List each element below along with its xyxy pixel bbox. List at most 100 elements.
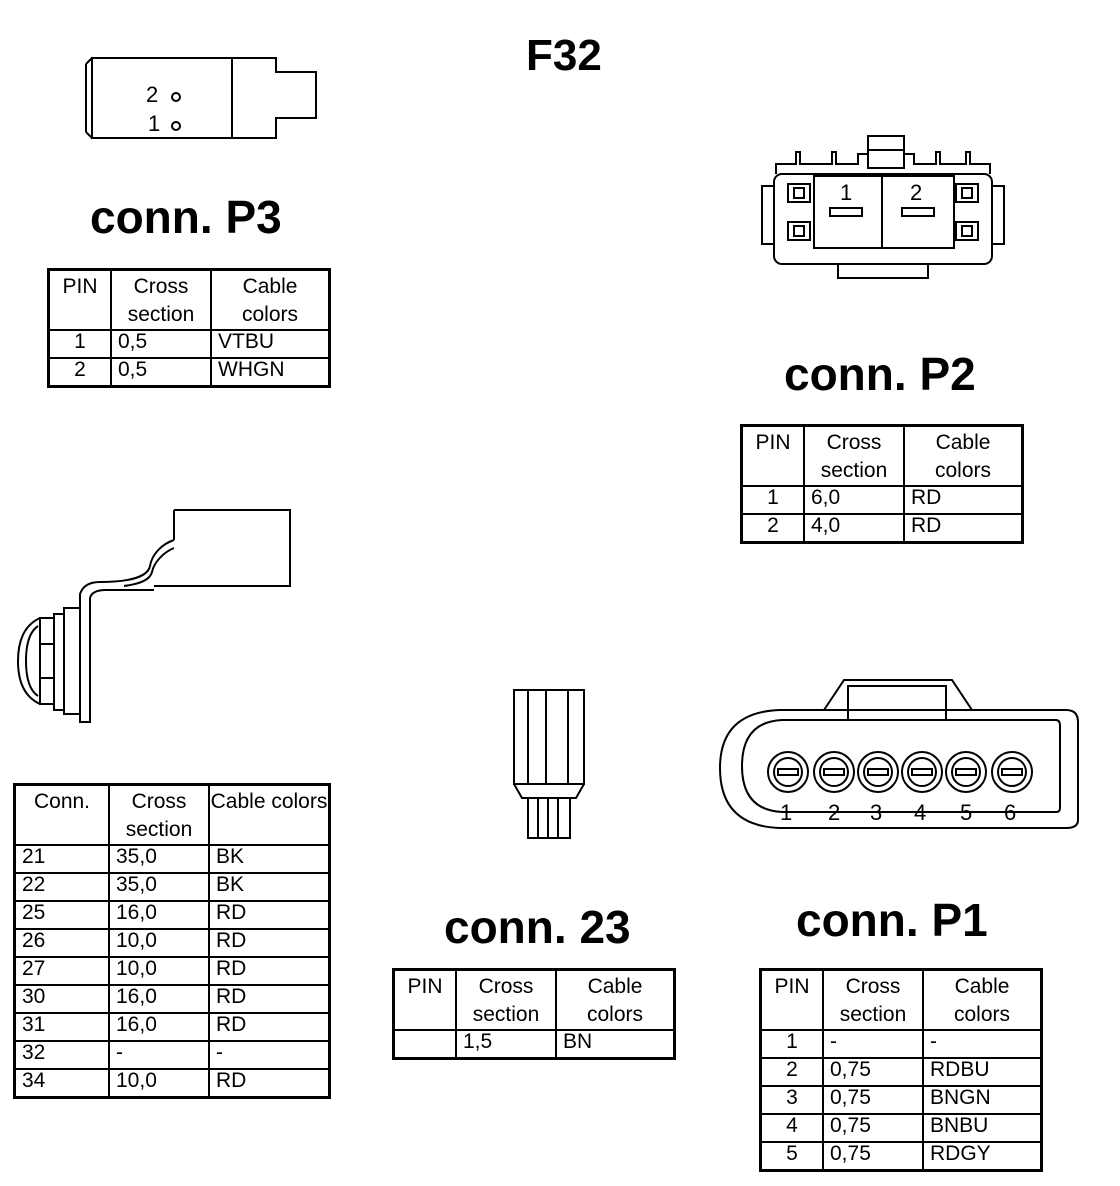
connector-p3-label: conn. P3: [90, 191, 282, 243]
cell-cross-section: 35,0: [108, 872, 210, 902]
cell-conn: 25: [13, 900, 110, 930]
connector-p1-label: conn. P1: [796, 894, 988, 946]
pin-6-label: 6: [1004, 800, 1016, 825]
cell-cross-section: 10,0: [108, 928, 210, 958]
cell-cross-section: 0,5: [110, 357, 212, 388]
terminal-4: [901, 751, 943, 793]
terminal-5: [945, 751, 987, 793]
table-row: 1 6,0 RD: [740, 485, 1024, 515]
terminal-6: [991, 751, 1033, 793]
pin-3-label: 3: [870, 800, 882, 825]
pin-4-label: 4: [914, 800, 926, 825]
header-cable-colors: Cable colors: [208, 783, 331, 846]
cell-cable-color: VTBU: [210, 329, 331, 359]
table-header-row: PIN Cross section Cable colors: [392, 968, 676, 1031]
table-header-row: Conn. Cross section Cable colors: [13, 783, 331, 846]
cell-cable-color: RDGY: [922, 1141, 1043, 1172]
cell-pin: 2: [740, 513, 805, 544]
table-row: 1--: [759, 1029, 1043, 1059]
connector-p1-drawing: 1 2 3 4 5 6: [718, 679, 1079, 829]
cell-cable-color: BK: [208, 872, 331, 902]
connector-23-drawing: [513, 689, 585, 839]
header-cross-section: Cross section: [822, 968, 924, 1031]
cell-pin: 5: [759, 1141, 824, 1172]
cell-pin: 1: [47, 329, 112, 359]
header-cross-section: Cross section: [108, 783, 210, 846]
header-cross-section: Cross section: [110, 268, 212, 331]
cell-cable-color: -: [208, 1040, 331, 1070]
connector-p2-drawing: 1 2: [761, 135, 1005, 279]
cell-pin: 1: [759, 1029, 824, 1059]
cell-cross-section: 6,0: [803, 485, 905, 515]
cell-pin: [392, 1029, 457, 1060]
connector-23-table: PIN Cross section Cable colors 1,5 BN: [392, 968, 676, 1060]
cell-cross-section: 0,75: [822, 1113, 924, 1143]
cell-cross-section: 0,5: [110, 329, 212, 359]
table-header-row: PIN Cross section Cable colors: [740, 424, 1024, 487]
cell-cross-section: 4,0: [803, 513, 905, 544]
pin-2-label: 2: [828, 800, 840, 825]
cell-cable-color: BK: [208, 844, 331, 874]
table-row: 1 0,5 VTBU: [47, 329, 331, 359]
header-pin: PIN: [47, 268, 112, 331]
header-cable-colors: Cable colors: [210, 268, 331, 331]
connector-p3-drawing: 2 1: [85, 57, 317, 139]
cell-conn: 21: [13, 844, 110, 874]
table-header-row: PIN Cross section Cable colors: [47, 268, 331, 331]
header-cross-section: Cross section: [803, 424, 905, 487]
cell-cable-color: RD: [903, 485, 1024, 515]
cell-cable-color: BNGN: [922, 1085, 1043, 1115]
cell-cable-color: -: [922, 1029, 1043, 1059]
table-row: 32--: [13, 1040, 331, 1070]
pin-1-label: 1: [780, 800, 792, 825]
cell-conn: 30: [13, 984, 110, 1014]
header-cable-colors: Cable colors: [903, 424, 1024, 487]
cell-cross-section: 0,75: [822, 1057, 924, 1087]
pin-2-hole: [171, 92, 181, 102]
terminal-bracket-drawing: [16, 509, 291, 723]
cell-cable-color: RD: [208, 956, 331, 986]
cell-cable-color: RD: [208, 1012, 331, 1042]
cell-cross-section: 1,5: [455, 1029, 557, 1060]
cell-cross-section: -: [822, 1029, 924, 1059]
cell-pin: 1: [740, 485, 805, 515]
cell-conn: 26: [13, 928, 110, 958]
cell-pin: 2: [759, 1057, 824, 1087]
cell-pin: 4: [759, 1113, 824, 1143]
cell-cable-color: RD: [208, 1068, 331, 1099]
cell-conn: 32: [13, 1040, 110, 1070]
header-pin: PIN: [392, 968, 457, 1031]
cell-cable-color: RD: [903, 513, 1024, 544]
pin-1-label: 1: [148, 111, 160, 136]
cell-cable-color: BNBU: [922, 1113, 1043, 1143]
cell-cross-section: -: [108, 1040, 210, 1070]
connector-23-label: conn. 23: [444, 901, 631, 953]
cell-conn: 22: [13, 872, 110, 902]
cell-cable-color: RD: [208, 900, 331, 930]
cell-cross-section: 35,0: [108, 844, 210, 874]
pin-2-label: 2: [146, 82, 158, 107]
pin-2-label: 2: [910, 180, 922, 205]
pin-1-hole: [171, 121, 181, 131]
pin-5-label: 5: [960, 800, 972, 825]
terminal-1: [767, 751, 809, 793]
table-header-row: PIN Cross section Cable colors: [759, 968, 1043, 1031]
cell-cross-section: 16,0: [108, 984, 210, 1014]
header-cable-colors: Cable colors: [922, 968, 1043, 1031]
cell-conn: 27: [13, 956, 110, 986]
table-row: 1,5 BN: [392, 1029, 676, 1060]
cell-conn: 31: [13, 1012, 110, 1042]
cell-cable-color: RD: [208, 984, 331, 1014]
cell-cable-color: RD: [208, 928, 331, 958]
header-conn: Conn.: [13, 783, 110, 846]
